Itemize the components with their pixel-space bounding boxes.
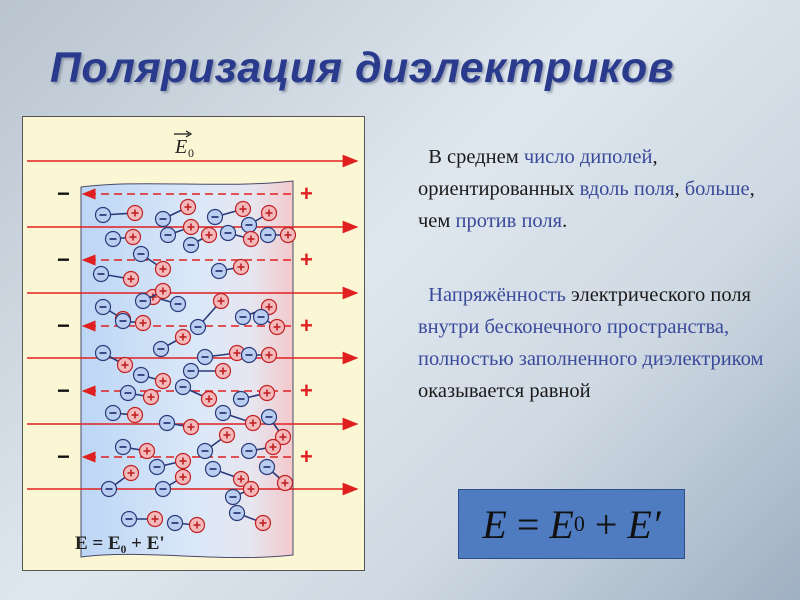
dipoles [92, 198, 297, 534]
formula-plus: + [584, 501, 628, 547]
paragraph-dipoles: В среднем число диполей, ориентированных… [418, 141, 778, 237]
dipole [196, 344, 246, 366]
p1-mid3: , чем [418, 178, 755, 232]
slide-title: Поляризация диэлектриков [50, 44, 675, 92]
dipole [132, 245, 172, 278]
dipole [154, 198, 197, 228]
positive-surface-charge: + [300, 247, 313, 272]
dipole [182, 362, 232, 380]
paragraph-field-strength: Напряжённость электрического поля внутри… [418, 279, 778, 407]
dipole [174, 378, 218, 408]
negative-surface-charge: − [57, 247, 70, 272]
formula-eprime: E′ [627, 501, 661, 547]
dipole [100, 464, 140, 498]
positive-surface-charge: + [300, 313, 313, 338]
negative-surface-charge: − [57, 313, 70, 338]
dipole [92, 265, 140, 288]
dipole [158, 414, 200, 436]
dipole [240, 204, 278, 234]
positive-surface-charge: + [300, 181, 313, 206]
dipole [196, 426, 236, 460]
dipole [252, 308, 286, 336]
p2-mid1: электрического поля [565, 284, 751, 306]
dipole [94, 204, 144, 224]
dipole [210, 258, 250, 280]
p1-hl1: число диполей [523, 146, 653, 168]
negative-surface-charge: − [57, 378, 70, 403]
dipole [206, 200, 252, 226]
dipole [259, 226, 297, 244]
dipole [228, 504, 272, 532]
dipole [224, 480, 260, 506]
polarization-diagram: − + − + − + − + − + E 0 E = E₀ + E' [27, 130, 359, 559]
p1-pre: В среднем [428, 146, 524, 168]
dipole [119, 384, 160, 406]
positive-surface-charge: + [300, 444, 313, 469]
dipole [189, 292, 230, 336]
formula-eq: = [506, 501, 550, 547]
p1-end: . [562, 210, 568, 232]
formula-lhs: E [482, 501, 507, 547]
dipole [240, 438, 282, 460]
field-label-top: E [174, 136, 187, 158]
p1-mid2: , [674, 178, 685, 200]
p1-mid1: , ориентированных [418, 146, 658, 200]
dipole [232, 384, 276, 408]
dipole [219, 224, 260, 248]
surface-charges: − + − + − + − + − + [57, 181, 313, 469]
dipole [166, 514, 206, 534]
p2-end: оказывается равной [418, 380, 591, 402]
dipole [94, 344, 134, 374]
dipole [148, 452, 192, 476]
p1-hl3: больше [684, 178, 750, 200]
dipole [214, 404, 262, 432]
dipole [182, 226, 218, 254]
negative-surface-charge: − [57, 181, 70, 206]
p1-hl4: против поля [455, 210, 563, 232]
dipole [114, 438, 156, 460]
p2-hl1: Напряжённость [428, 284, 566, 306]
dipole [258, 458, 294, 492]
dipole [204, 460, 250, 488]
dipole [132, 366, 172, 390]
dipole [120, 510, 164, 528]
positive-surface-charge: + [300, 378, 313, 403]
negative-surface-charge: − [57, 444, 70, 469]
dipole [152, 328, 192, 358]
dipole [260, 408, 292, 446]
field-label-top-sub: 0 [188, 146, 194, 160]
p2-hl2: внутри бесконечного пространства, полнос… [418, 316, 764, 370]
figure-bottom-formula: E = E₀ + E' [75, 533, 165, 554]
dipole [159, 218, 200, 244]
dipole [104, 228, 142, 248]
dipole [104, 404, 144, 424]
dielectric-polarization-figure: − + − + − + − + − + E 0 E = E₀ + E' [22, 116, 365, 571]
dipole [240, 346, 278, 364]
dipole [114, 312, 152, 332]
formula-e0: E [549, 501, 574, 547]
dipole [134, 282, 172, 310]
formula-e0-sub: 0 [573, 511, 585, 536]
p1-hl2: вдоль поля [579, 178, 675, 200]
dipole [154, 468, 192, 498]
